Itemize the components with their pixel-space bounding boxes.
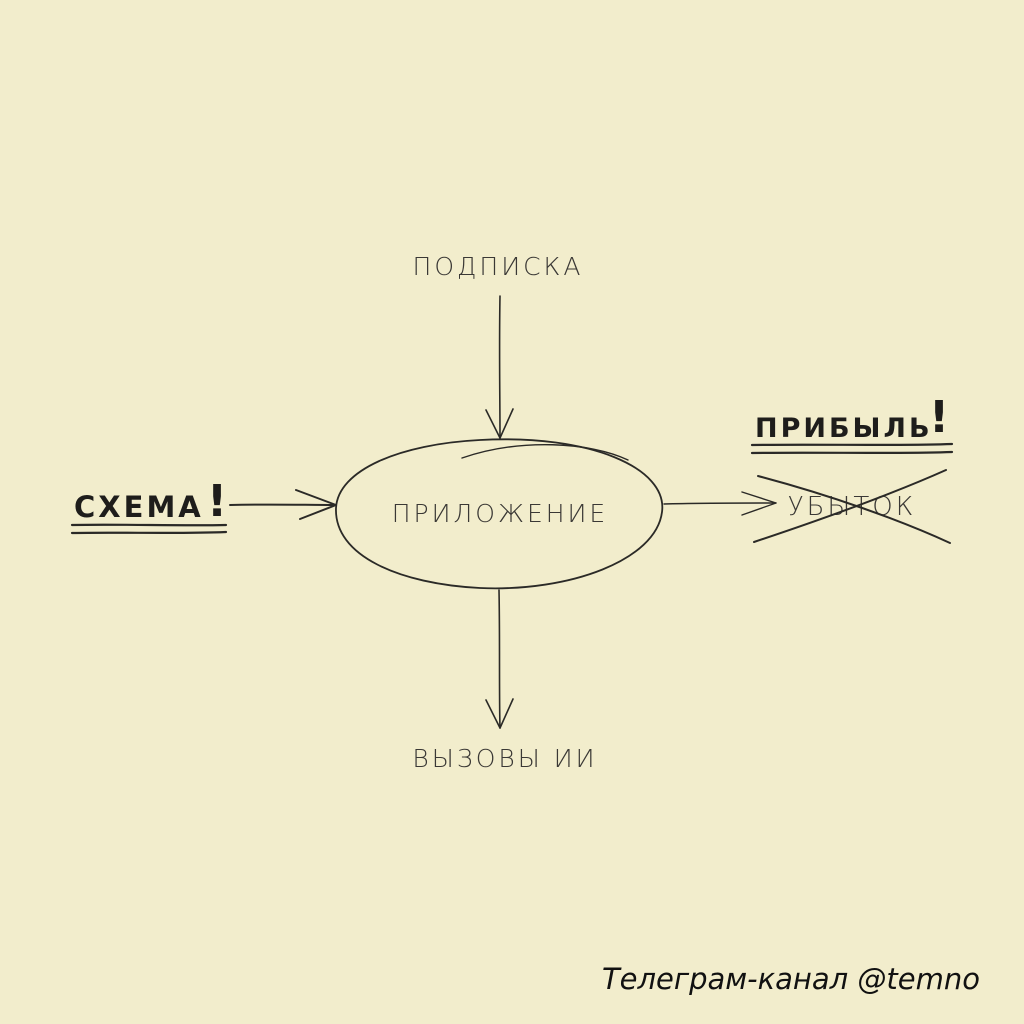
arrow-center-to-bottom <box>485 589 514 729</box>
arrow-top-to-center <box>485 295 514 439</box>
cross-out-mark <box>753 469 951 544</box>
right-label-underline <box>750 442 954 455</box>
bottom-label: ВЫЗОВЫ ИИ <box>412 744 597 773</box>
center-label: ПРИЛОЖЕНИЕ <box>392 499 608 528</box>
channel-caption: Телеграм-канал @temno <box>601 962 980 996</box>
arrow-left-to-center <box>229 489 337 520</box>
center-ellipse <box>335 438 664 590</box>
top-label: ПОДПИСКА <box>413 252 584 281</box>
left-exclamation: ! <box>207 476 230 527</box>
left-label: СХЕМА <box>74 490 204 524</box>
right-main-label: ПРИБЫЛЬ <box>755 413 933 444</box>
right-exclamation: ! <box>929 392 952 443</box>
arrow-center-to-right <box>663 491 777 516</box>
right-crossed-label: УБЫТОК <box>788 492 917 522</box>
left-label-underline <box>70 523 228 535</box>
